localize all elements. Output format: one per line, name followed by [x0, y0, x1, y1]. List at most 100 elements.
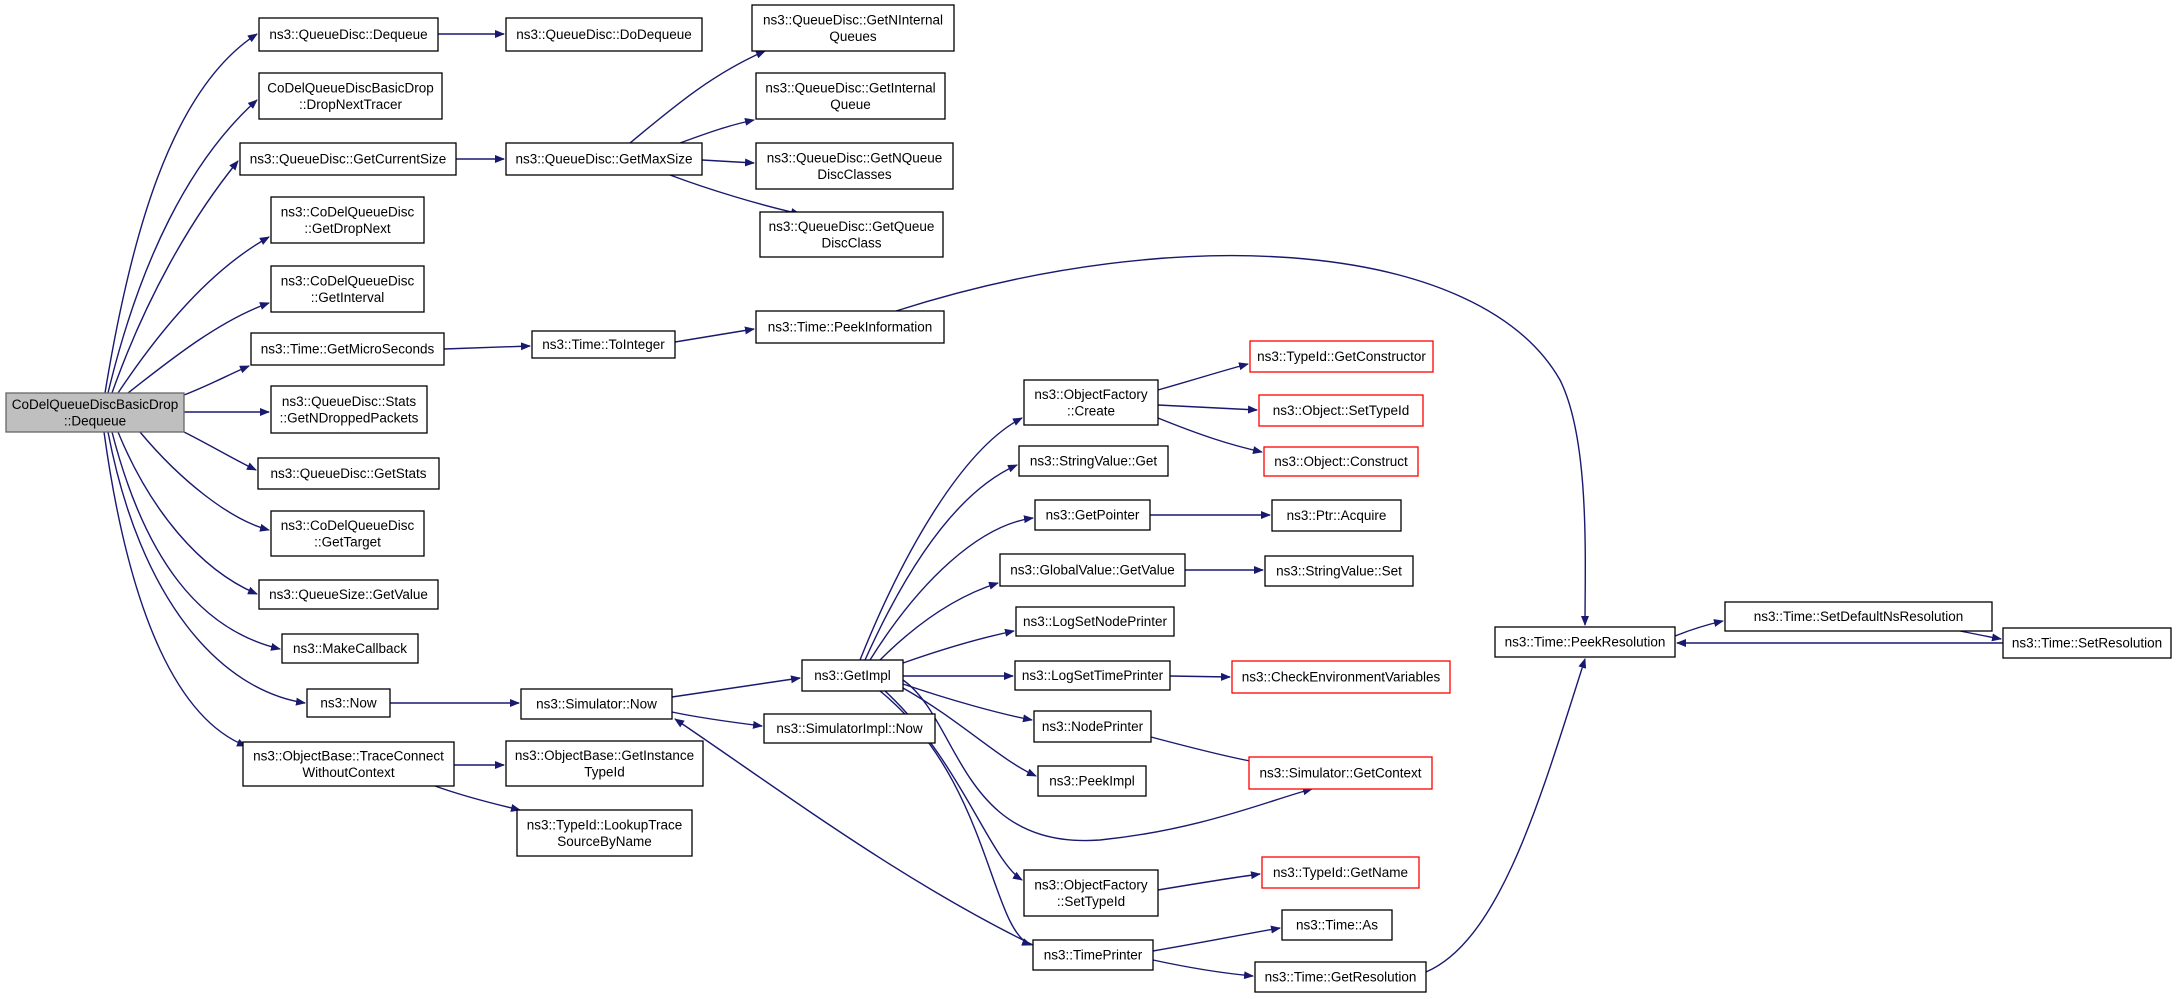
node-label: ns3::StringValue::Get: [1030, 454, 1158, 469]
node-tid_getconstructor[interactable]: ns3::TypeId::GetConstructor: [1249, 340, 1434, 373]
node-qd_getcurrentsize[interactable]: ns3::QueueDisc::GetCurrentSize: [239, 142, 457, 176]
node-time_getmicroseconds[interactable]: ns3::Time::GetMicroSeconds: [250, 332, 445, 366]
node-label: ns3::TimePrinter: [1044, 948, 1143, 963]
node-label: ns3::Now: [320, 696, 377, 711]
node-time_peekresolution[interactable]: ns3::Time::PeekResolution: [1494, 626, 1676, 658]
edge-of_create-to-obj_construct: [1157, 417, 1263, 454]
node-nodeprinter[interactable]: ns3::NodePrinter: [1033, 710, 1152, 743]
node-box: [1015, 606, 1175, 637]
node-box: [520, 688, 673, 720]
node-label: ns3::StringValue::Set: [1276, 564, 1402, 579]
node-label: ns3::Object::Construct: [1274, 454, 1408, 469]
edge-root-to-qd_getcurrentsize: [111, 160, 239, 394]
node-qd_dodequeue[interactable]: ns3::QueueDisc::DoDequeue: [505, 17, 703, 52]
node-getpointer[interactable]: ns3::GetPointer: [1034, 499, 1151, 531]
edge-sim_now-to-getimpl: [671, 675, 801, 698]
node-box: [281, 633, 419, 664]
edge-getimpl-to-getpointer: [869, 515, 1034, 661]
node-box: [1264, 555, 1414, 587]
edge-root-to-traceconnect: [103, 431, 247, 747]
node-root[interactable]: CoDelQueueDiscBasicDrop::Dequeue: [5, 392, 185, 433]
node-label: ::GetTarget: [314, 534, 381, 549]
node-now[interactable]: ns3::Now: [306, 688, 391, 718]
edge-timeprinter-to-time_as: [1152, 925, 1281, 952]
node-makecallback[interactable]: ns3::MakeCallback: [281, 633, 419, 664]
node-box: [270, 385, 428, 434]
node-obj_settypeid[interactable]: ns3::Object::SetTypeId: [1258, 394, 1424, 427]
node-label: ns3::SimulatorImpl::Now: [776, 721, 923, 736]
node-gv_getvalue[interactable]: ns3::GlobalValue::GetValue: [999, 553, 1186, 587]
edge-getimpl-to-logsetnodeprinter: [902, 628, 1015, 664]
node-dropnexttracer[interactable]: CoDelQueueDiscBasicDrop::DropNextTracer: [258, 72, 443, 120]
node-box: [751, 4, 955, 52]
node-label: ns3::CheckEnvironmentVariables: [1242, 670, 1441, 685]
node-sim_now[interactable]: ns3::Simulator::Now: [520, 688, 673, 720]
node-qs_getvalue[interactable]: ns3::QueueSize::GetValue: [258, 579, 439, 610]
node-label: Queues: [829, 29, 877, 44]
node-qd_getmaxsize[interactable]: ns3::QueueDisc::GetMaxSize: [505, 142, 703, 176]
node-time_as[interactable]: ns3::Time::As: [1281, 909, 1393, 941]
edge-root-to-dropnexttracer: [107, 99, 258, 394]
node-label: Queue: [830, 97, 871, 112]
node-time_getresolution[interactable]: ns3::Time::GetResolution: [1254, 961, 1427, 993]
node-box: [505, 740, 704, 787]
edge-root-to-codel_getdropnext: [117, 236, 270, 394]
node-tid_getname[interactable]: ns3::TypeId::GetName: [1261, 856, 1420, 889]
node-qd_getstats[interactable]: ns3::QueueDisc::GetStats: [257, 457, 440, 490]
node-box: [763, 713, 936, 744]
node-obj_construct[interactable]: ns3::Object::Construct: [1263, 446, 1419, 477]
edge-of_settypeid-to-tid_getname: [1157, 871, 1261, 891]
node-ptr_acquire[interactable]: ns3::Ptr::Acquire: [1271, 499, 1402, 532]
node-box: [258, 72, 443, 120]
node-label: ns3::ObjectFactory: [1034, 387, 1148, 402]
edge-timeprinter-to-sim_now: [674, 718, 1034, 946]
edge-qd_getmaxsize-to-qd_getnqueuedisc: [701, 158, 755, 167]
node-codel_getinterval[interactable]: ns3::CoDelQueueDisc::GetInterval: [270, 265, 425, 313]
node-label: ns3::QueueSize::GetValue: [269, 587, 428, 602]
node-codel_gettarget[interactable]: ns3::CoDelQueueDisc::GetTarget: [270, 510, 425, 557]
node-checkenv[interactable]: ns3::CheckEnvironmentVariables: [1231, 660, 1451, 694]
node-stats_getndropped[interactable]: ns3::QueueDisc::Stats::GetNDroppedPacket…: [270, 385, 428, 434]
node-box: [2002, 627, 2172, 659]
node-box: [1248, 756, 1433, 790]
node-traceconnect[interactable]: ns3::ObjectBase::TraceConnectWithoutCont…: [242, 741, 455, 787]
node-of_create[interactable]: ns3::ObjectFactory::Create: [1023, 379, 1159, 426]
node-label: ::Dequeue: [64, 413, 126, 428]
node-sv_get[interactable]: ns3::StringValue::Get: [1018, 445, 1169, 477]
edge-getimpl-to-sim_getcontext: [902, 679, 1313, 842]
node-of_settypeid[interactable]: ns3::ObjectFactory::SetTypeId: [1023, 869, 1159, 917]
node-box: [257, 457, 440, 490]
node-label: ns3::NodePrinter: [1042, 719, 1144, 734]
edge-qd_getmaxsize-to-qd_getninternalqueues: [629, 50, 766, 144]
node-time_setresolution[interactable]: ns3::Time::SetResolution: [2002, 627, 2172, 659]
edge-getimpl-to-gv_getvalue: [879, 581, 999, 661]
node-sv_set[interactable]: ns3::StringValue::Set: [1264, 555, 1414, 587]
node-simimpl_now[interactable]: ns3::SimulatorImpl::Now: [763, 713, 936, 744]
edge-root-to-codel_gettarget: [139, 431, 270, 532]
node-time_peekinformation[interactable]: ns3::Time::PeekInformation: [755, 310, 945, 344]
node-time_setdefaultns[interactable]: ns3::Time::SetDefaultNsResolution: [1724, 601, 1993, 632]
node-label: ns3::QueueDisc::DoDequeue: [516, 27, 692, 42]
node-logsettimeprinter[interactable]: ns3::LogSetTimePrinter: [1014, 660, 1171, 691]
edge-logsettimeprinter-to-checkenv: [1169, 672, 1231, 681]
node-label: TypeId: [584, 764, 625, 779]
node-qd_dequeue[interactable]: ns3::QueueDisc::Dequeue: [258, 17, 439, 52]
node-time_tointeger[interactable]: ns3::Time::ToInteger: [531, 330, 676, 359]
node-label: ns3::LogSetNodePrinter: [1023, 614, 1168, 629]
node-peekimpl[interactable]: ns3::PeekImpl: [1037, 765, 1147, 797]
node-getimpl[interactable]: ns3::GetImpl: [801, 659, 904, 692]
edge-getimpl-to-nodeprinter: [902, 683, 1033, 723]
node-codel_getdropnext[interactable]: ns3::CoDelQueueDisc::GetDropNext: [270, 196, 425, 244]
node-label: ns3::Time::ToInteger: [542, 337, 665, 352]
node-timeprinter[interactable]: ns3::TimePrinter: [1032, 939, 1154, 971]
node-sim_getcontext[interactable]: ns3::Simulator::GetContext: [1248, 756, 1433, 790]
node-label: ns3::QueueDisc::GetStats: [270, 466, 426, 481]
node-logsetnodeprinter[interactable]: ns3::LogSetNodePrinter: [1015, 606, 1175, 637]
node-box: [306, 688, 391, 718]
